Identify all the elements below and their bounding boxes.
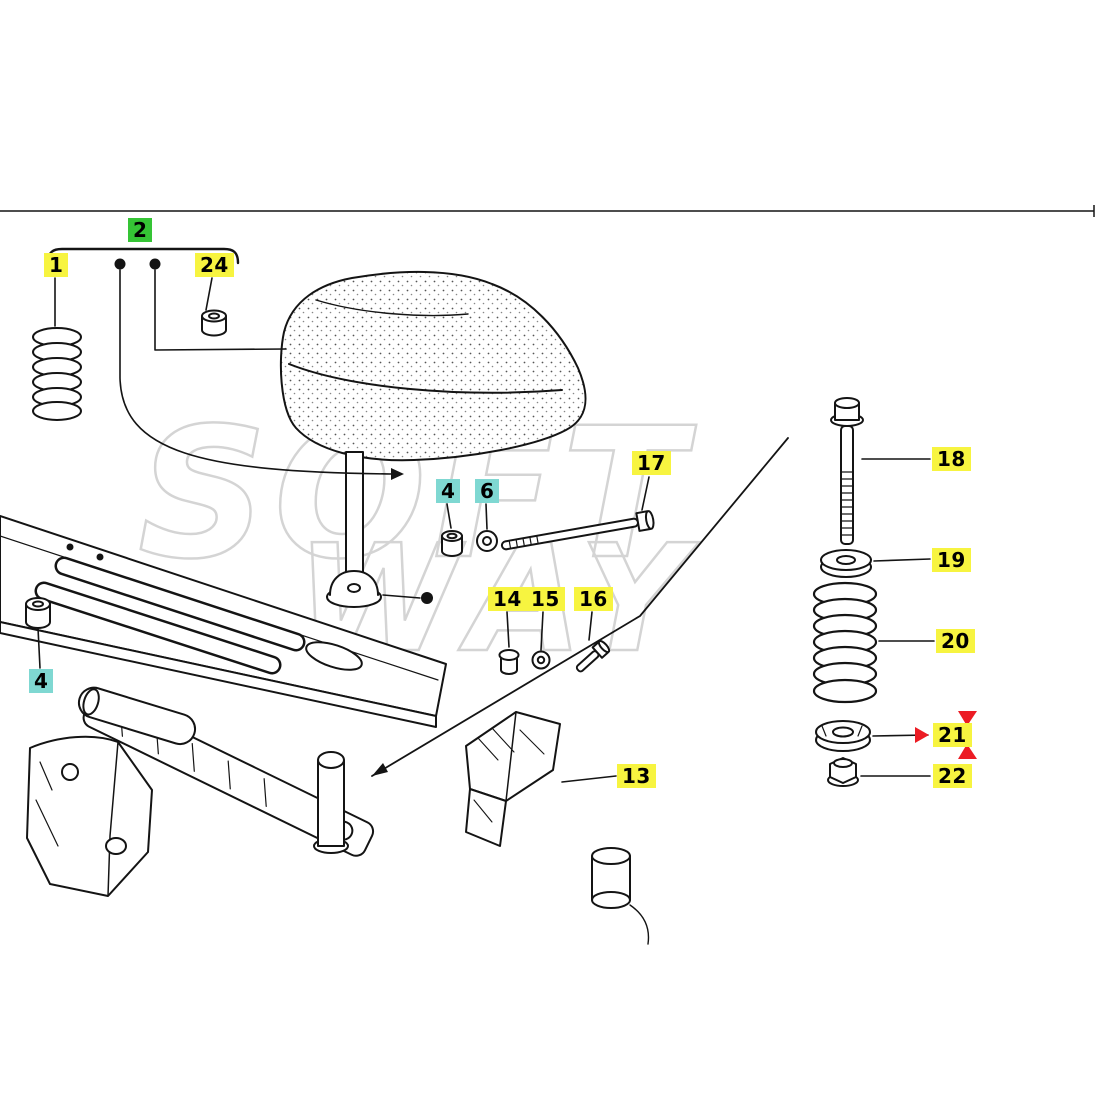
seat [279,270,587,462]
bolt-16 [575,640,611,673]
selected-part-arrows [915,711,977,759]
mount-post [313,751,349,854]
spring-20 [812,581,878,704]
part-label-22: 22 [933,764,972,788]
group-2-bracket [46,247,404,480]
leader-lines [37,277,935,783]
bushing-4-left [25,597,51,629]
part-label-17: 17 [632,451,671,475]
red-arrow-icon [958,711,977,726]
nut-24 [201,309,227,337]
bolt-14 [498,649,520,675]
washer-6 [476,530,498,552]
part-label-19: 19 [932,548,971,572]
part-label-21-selected: 21 [933,723,972,747]
part-label-6: 6 [475,479,500,503]
washer-21 [815,720,871,752]
seat-post [326,451,433,608]
part-label-4: 4 [436,479,461,503]
part-label-4b: 4 [29,669,54,693]
washer-19 [820,549,872,578]
bottom-cylinder [591,847,650,945]
assembly-pointer-line [371,437,789,777]
part-label-14: 14 [488,587,527,611]
bolt-17 [500,510,655,551]
part-label-20: 20 [936,629,975,653]
bracket-13 [465,711,561,847]
part-label-24: 24 [195,253,234,277]
part-label-15: 15 [526,587,565,611]
part-label-18: 18 [932,447,971,471]
bolt-18 [830,397,864,545]
part-label-1: 1 [44,253,69,277]
top-rule [0,205,1095,217]
part-label-2: 2 [128,218,153,242]
red-arrow-icon [958,744,977,759]
lower-bracket [26,735,153,897]
part-label-13: 13 [617,764,656,788]
spring-1 [32,327,82,421]
footboard-plate [0,515,447,728]
washer-15 [531,650,551,670]
arm-pin [77,686,197,746]
bushing-4 [441,530,463,557]
part-label-16: 16 [574,587,613,611]
red-arrow-icon [915,727,929,743]
nut-22 [827,757,859,787]
